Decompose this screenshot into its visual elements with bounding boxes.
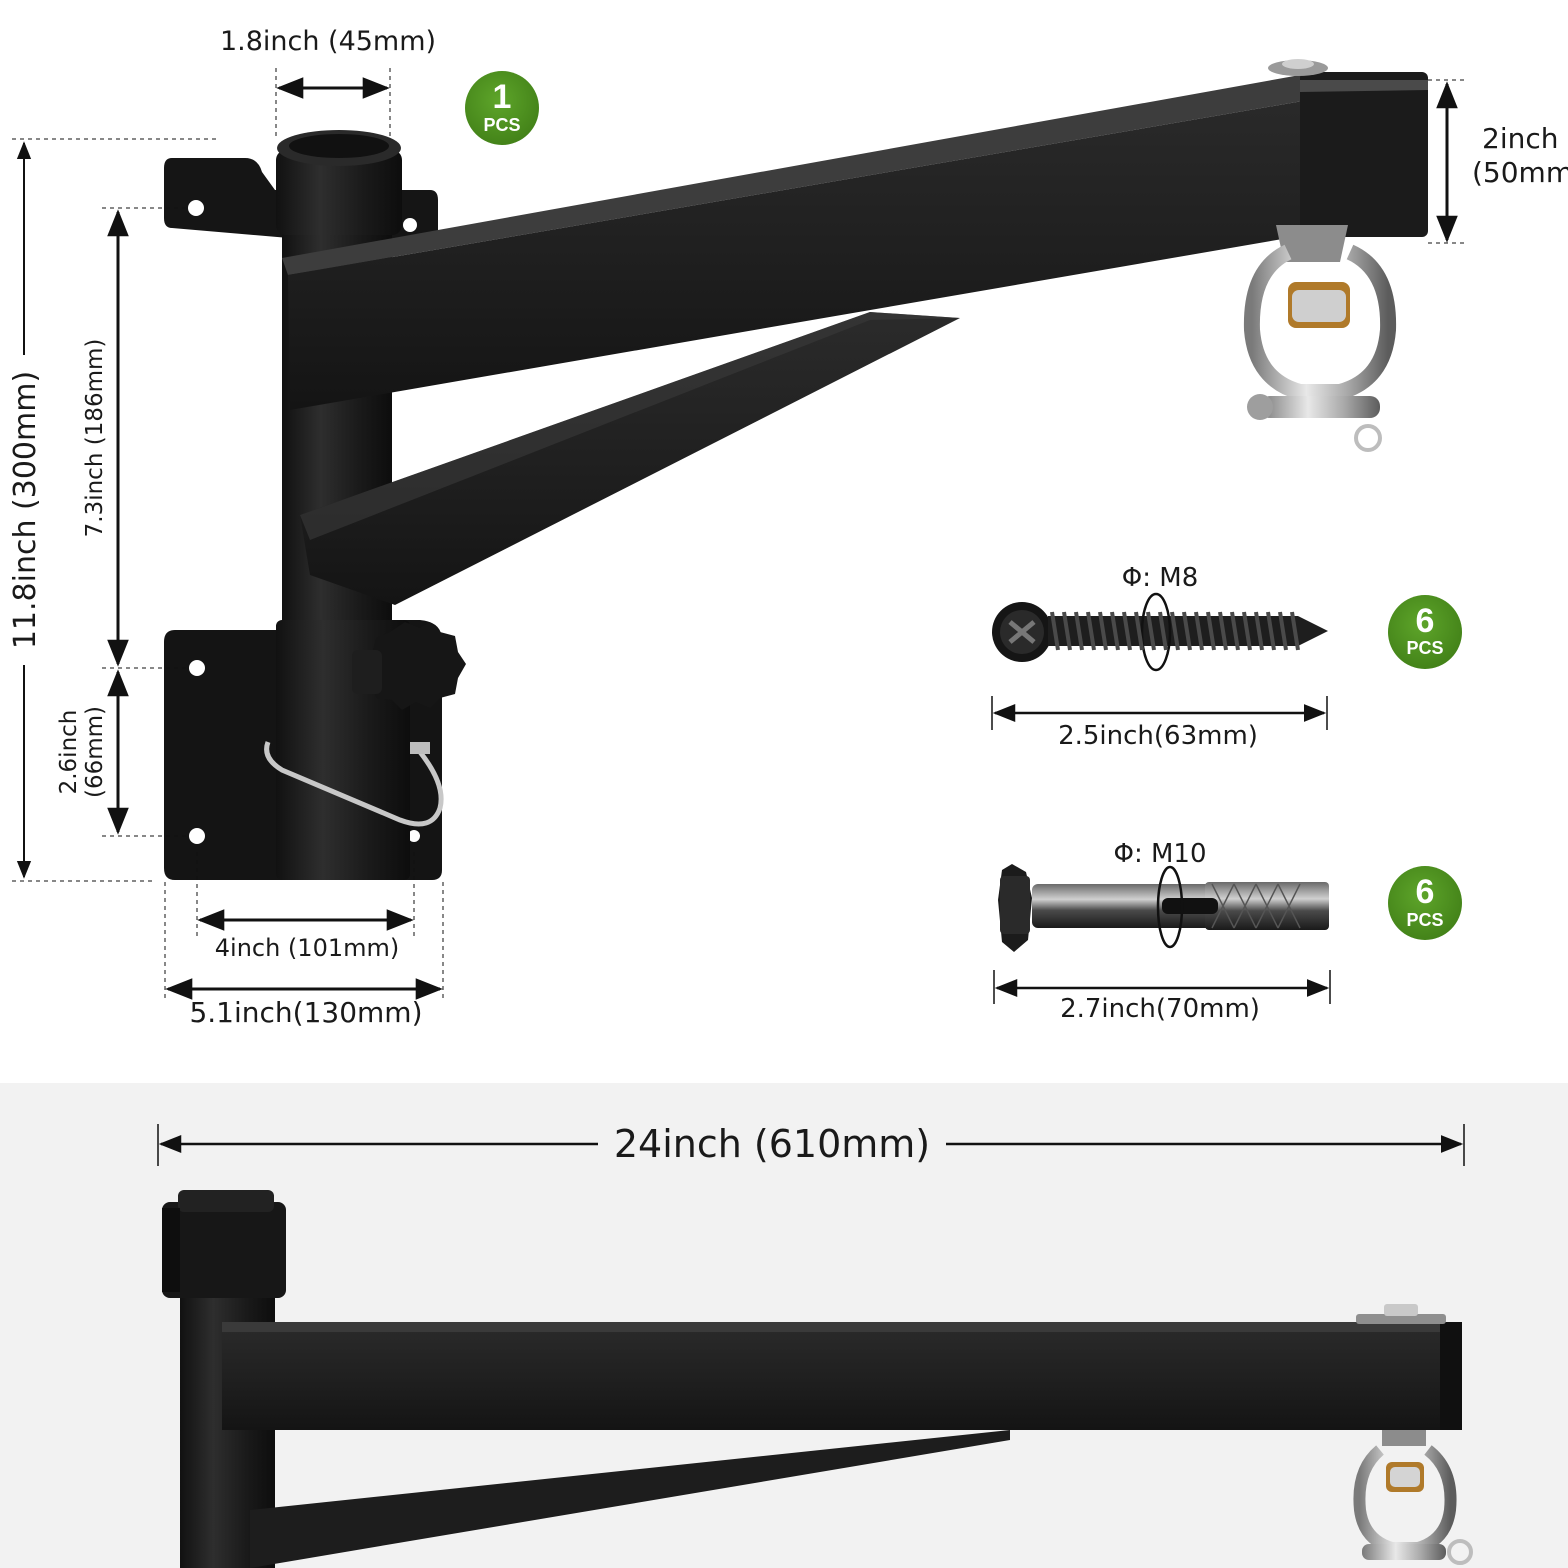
screw-thread-mark: [1206, 611, 1216, 651]
plate-width-label: 5.1inch(130mm): [189, 996, 422, 1029]
arm-length-dimension: [157, 1124, 1465, 1166]
side-view-brace: [250, 1430, 1010, 1568]
upper-hole-spacing-label: 7.3inch (186mm): [82, 339, 108, 538]
lag-screw-length-dimension: [991, 696, 1328, 730]
screw-thread-mark: [1062, 611, 1072, 651]
top-sleeve-opening: [289, 134, 389, 158]
top-sleeve: [276, 150, 402, 235]
expansion-bolt-diameter-label: Φ: M10: [1113, 839, 1206, 869]
side-view-sleeve-cap: [178, 1190, 274, 1212]
side-view-sleeve: [162, 1202, 286, 1298]
screw-thread-mark: [1254, 611, 1264, 651]
arm-height-mm-label: (50mm: [1472, 156, 1568, 189]
screw-thread-mark: [1290, 611, 1300, 651]
lag-screw-diameter-label: Φ: M8: [1122, 563, 1198, 593]
screw-thread-mark: [1110, 611, 1120, 651]
lag-screw-thread-marks: [1050, 611, 1300, 651]
screw-thread-mark: [1158, 611, 1168, 651]
screw-thread-mark: [1182, 611, 1192, 651]
hole-span-label: 4inch (101mm): [215, 934, 399, 962]
main-arm-end-edge: [1300, 80, 1428, 92]
screw-thread-mark: [1122, 611, 1132, 651]
side-view-top-bolt: [1356, 1314, 1446, 1324]
diagonal-brace-highlight: [300, 312, 960, 540]
sleeve-width-label: 1.8inch (45mm): [220, 26, 436, 57]
screw-thread-mark: [1134, 611, 1144, 651]
lag-screw-count-badge: 6 PCS: [1388, 595, 1462, 669]
screw-thread-mark: [1266, 611, 1276, 651]
expansion-bolt-count-badge: 6 PCS: [1388, 866, 1462, 940]
screw-thread-mark: [1086, 611, 1096, 651]
screw-thread-mark: [1278, 611, 1288, 651]
side-view-top-bolt-head: [1384, 1304, 1418, 1316]
screw-thread-mark: [1218, 611, 1228, 651]
arm-length-label: 24inch (610mm): [614, 1122, 930, 1166]
bracket-count-badge: 1 PCS: [465, 71, 539, 145]
side-view-arm-end: [1440, 1322, 1462, 1430]
screw-thread-mark: [1194, 611, 1204, 651]
screw-thread-mark: [1050, 611, 1060, 651]
arm-top-bolt-head: [1282, 59, 1314, 69]
expansion-bolt-illustration: [998, 864, 1329, 952]
screw-thread-mark: [1242, 611, 1252, 651]
lag-screw-count-number: 6: [1416, 602, 1435, 640]
expansion-bolt-count-number: 6: [1416, 873, 1435, 911]
arm-height-inch-label: 2inch: [1482, 122, 1558, 155]
lower-hole-spacing-mm-label: (66mm): [82, 706, 108, 798]
wall-bracket-illustration: [164, 59, 1428, 880]
swivel-shackle: [1243, 225, 1397, 452]
lag-screw-count-unit: PCS: [1406, 638, 1443, 658]
screw-thread-mark: [1074, 611, 1084, 651]
dimension-lines-top: [12, 68, 1468, 1000]
side-view-bracket-illustration: [162, 1190, 1473, 1568]
main-arm-top-face: [282, 75, 1425, 275]
side-view-sleeve-clamp: [162, 1208, 180, 1292]
tightening-knob: [360, 622, 466, 710]
expansion-bolt-length-label: 2.7inch(70mm): [1060, 994, 1260, 1024]
bracket-count-unit: PCS: [483, 115, 520, 135]
lag-screw-illustration: [992, 592, 1328, 672]
screw-thread-mark: [1230, 611, 1240, 651]
knob-stem: [352, 650, 382, 694]
side-view-arm-top-edge: [222, 1322, 1462, 1332]
screw-thread-mark: [1146, 611, 1156, 651]
expansion-bolt-length-dimension: [993, 970, 1331, 1004]
safety-pin-clip: [264, 741, 444, 827]
lower-plate-hole-right: [408, 830, 420, 842]
upper-plate-hole-left: [188, 200, 204, 216]
lower-plate-hole-top: [189, 660, 205, 676]
total-height-label: 11.8inch (300mm): [8, 371, 43, 649]
lag-screw-length-label: 2.5inch(63mm): [1058, 721, 1258, 751]
upper-plate-hole-right: [403, 218, 417, 232]
bracket-count-number: 1: [493, 78, 512, 116]
lower-plate-hole-bottom: [189, 828, 205, 844]
side-view-shackle: [1353, 1430, 1473, 1565]
screw-thread-mark: [1170, 611, 1180, 651]
main-arm-side-face: [288, 80, 1425, 410]
screw-thread-mark: [1098, 611, 1108, 651]
safety-pin-end: [410, 742, 430, 754]
expansion-bolt-count-unit: PCS: [1406, 910, 1443, 930]
lower-hole-spacing-inch-label: 2.6inch: [56, 710, 82, 795]
side-view-arm: [222, 1322, 1462, 1430]
main-arm-end: [1300, 72, 1428, 237]
diagonal-brace: [300, 312, 960, 605]
